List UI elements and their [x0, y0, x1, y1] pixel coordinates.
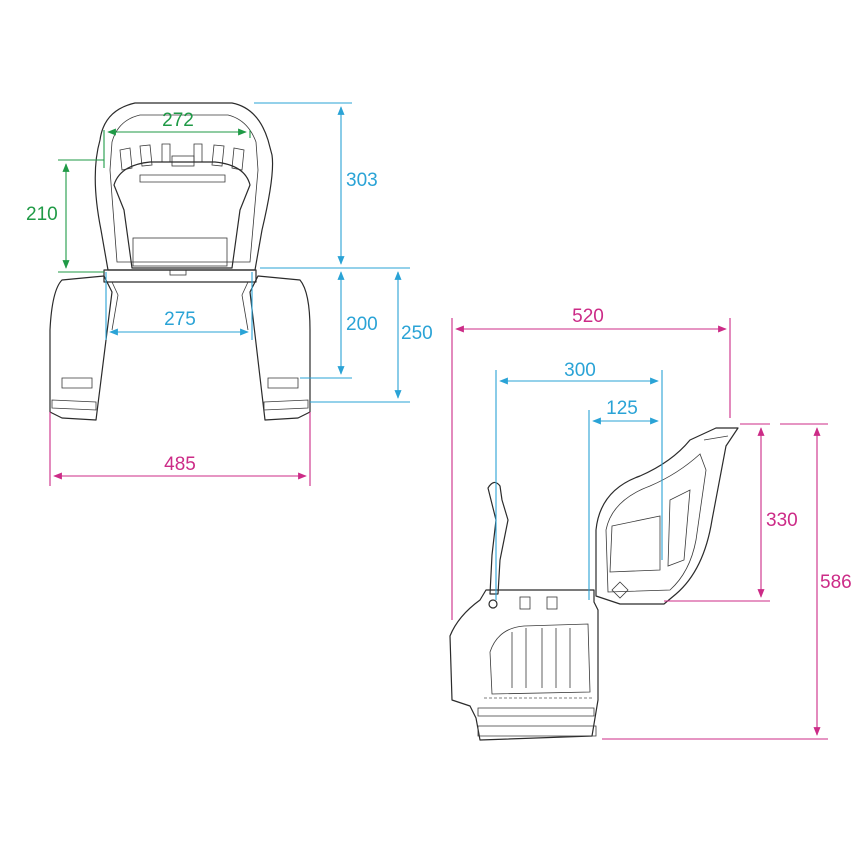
- label-303: 303: [346, 170, 378, 191]
- label-485: 485: [164, 454, 196, 475]
- dim-seat-width: 275: [105, 272, 253, 340]
- label-250: 250: [401, 323, 433, 344]
- dim-overall-depth: 520: [451, 306, 731, 620]
- dim-base-width: 485: [49, 412, 311, 486]
- dim-back-height: 303: [254, 102, 410, 269]
- side-view: 520 300 125 330 586: [449, 306, 852, 741]
- side-seat: [595, 427, 739, 605]
- front-backrest: [94, 102, 274, 276]
- dim-side-height: 250: [310, 271, 433, 403]
- dim-seat-back-height: 330: [664, 423, 798, 602]
- dim-seat-depth: 300: [495, 360, 663, 600]
- dim-backrest-height: 210: [26, 159, 104, 273]
- label-200: 200: [346, 314, 378, 335]
- front-view: 272 210 275 485 303: [26, 102, 433, 486]
- side-front-guard: [487, 481, 509, 595]
- dim-leg-height: 200: [300, 271, 378, 379]
- label-520: 520: [572, 306, 604, 327]
- label-210: 210: [26, 204, 58, 225]
- label-330: 330: [766, 510, 798, 531]
- dim-backrest-width: 272: [103, 110, 251, 168]
- label-586: 586: [820, 572, 852, 593]
- front-base: [49, 269, 311, 421]
- dim-back-offset: 125: [588, 398, 659, 600]
- label-272: 272: [162, 110, 194, 131]
- dim-overall-height: 586: [602, 423, 852, 740]
- label-275: 275: [164, 309, 196, 330]
- label-125: 125: [606, 398, 638, 419]
- label-300: 300: [564, 360, 596, 381]
- side-base: [449, 589, 599, 741]
